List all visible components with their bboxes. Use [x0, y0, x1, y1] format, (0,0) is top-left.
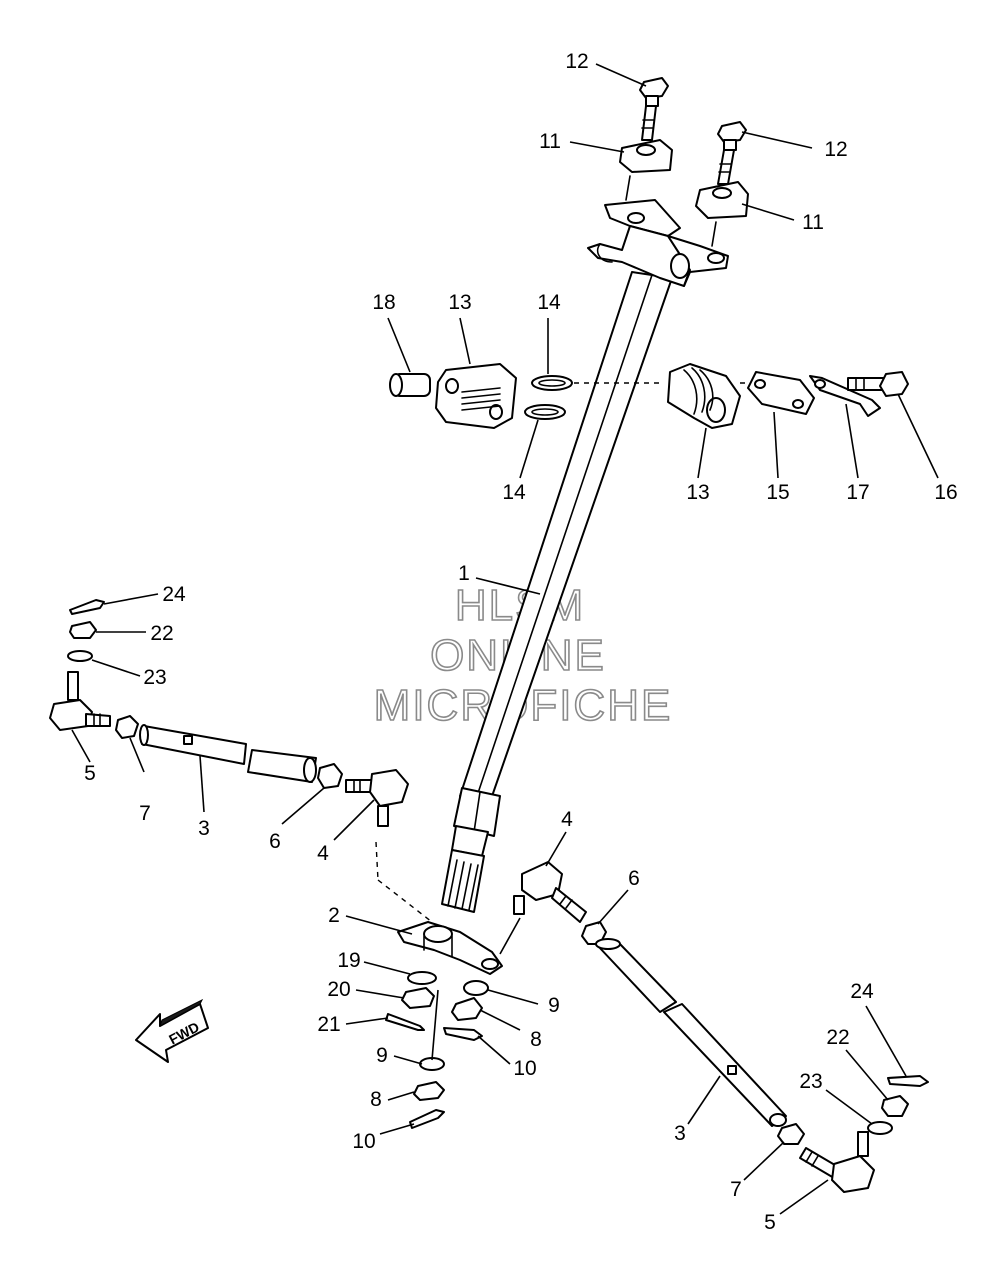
cotter-pin-10-lower	[409, 1109, 445, 1129]
callout-20: 20	[327, 978, 350, 1001]
callout-18: 18	[372, 291, 395, 314]
callout-numbers: 12 11 12 11 18 13 14 14 13 15 17 16 1 24…	[84, 50, 958, 1234]
nut-8-upper	[451, 997, 483, 1021]
callout-24: 24	[162, 583, 186, 606]
callout-22: 22	[150, 622, 173, 645]
tie-rod-end-left	[49, 671, 111, 731]
callout-2: 2	[328, 904, 340, 927]
callout-23: 23	[143, 666, 166, 689]
callout-9: 9	[548, 994, 560, 1017]
callout-5: 5	[764, 1211, 776, 1234]
clamp-cap-left	[619, 139, 673, 201]
callout-6: 6	[628, 867, 640, 890]
callout-9: 9	[376, 1044, 388, 1067]
tie-rod-right-sleeve	[595, 938, 787, 1127]
callout-11: 11	[802, 211, 824, 234]
callout-8: 8	[530, 1028, 542, 1051]
callout-19: 19	[337, 949, 360, 972]
clamp-plate	[747, 371, 815, 415]
callout-5: 5	[84, 762, 96, 785]
tie-rod-left-sleeve	[139, 724, 317, 783]
nut-22-right	[881, 1095, 909, 1117]
pitman-arm	[397, 921, 503, 975]
nut-8-lower	[413, 1081, 445, 1101]
callout-23: 23	[799, 1070, 822, 1093]
steering-column-shaft	[441, 271, 673, 913]
callout-11: 11	[539, 130, 561, 153]
callout-12: 12	[824, 138, 847, 161]
callout-21: 21	[317, 1013, 340, 1036]
locknut-7-left	[115, 715, 139, 739]
callout-13: 13	[448, 291, 471, 314]
upper-bracket	[587, 199, 729, 287]
callout-16: 16	[934, 481, 957, 504]
washer-9-upper	[463, 980, 489, 996]
nut-20	[401, 987, 435, 1009]
callout-10: 10	[513, 1057, 536, 1080]
callout-3: 3	[674, 1122, 686, 1145]
locknut-6-left	[317, 763, 343, 789]
callout-10: 10	[352, 1130, 375, 1153]
callout-13: 13	[686, 481, 709, 504]
callout-14: 14	[502, 481, 526, 504]
washer-19	[407, 971, 437, 985]
tie-rod-end-right	[799, 1131, 875, 1193]
callout-15: 15	[766, 481, 789, 504]
callout-17: 17	[846, 481, 869, 504]
callout-8: 8	[370, 1088, 382, 1111]
washer-23-right	[867, 1121, 893, 1135]
cotter-pin-21	[385, 1013, 425, 1031]
washer-23-left	[67, 650, 93, 662]
washer-ring-lower	[524, 404, 566, 420]
nut-22-left	[69, 621, 97, 639]
clamp-half-right	[667, 363, 741, 429]
bolt-top-right	[717, 121, 747, 185]
callout-14: 14	[537, 291, 561, 314]
bolt-top-left	[639, 77, 669, 141]
clamp-half-left	[435, 363, 517, 429]
callout-4: 4	[317, 842, 329, 865]
washer-ring-upper	[531, 375, 573, 391]
clamp-cap-right	[695, 181, 749, 247]
lock-tab-washer	[809, 375, 881, 417]
tie-rod-end-inner-right	[513, 861, 587, 923]
cotter-pin-24-left	[69, 599, 105, 615]
callout-22: 22	[826, 1026, 849, 1049]
fwd-arrow-icon: FWD	[135, 998, 209, 1063]
callout-7: 7	[730, 1178, 742, 1201]
bushing-collar	[389, 373, 431, 397]
tie-rod-end-inner-left	[345, 769, 409, 827]
locknut-7-right	[777, 1123, 805, 1145]
callout-6: 6	[269, 830, 281, 853]
cotter-pin-24-right	[887, 1075, 929, 1087]
callout-7: 7	[139, 802, 151, 825]
leader-lines	[71, 63, 939, 1215]
clamp-bolt	[847, 371, 909, 397]
callout-24: 24	[850, 980, 874, 1003]
callout-3: 3	[198, 817, 210, 840]
callout-1: 1	[458, 562, 470, 585]
callout-4: 4	[561, 808, 573, 831]
callout-12: 12	[565, 50, 588, 73]
cotter-pin-10-upper	[443, 1027, 483, 1041]
